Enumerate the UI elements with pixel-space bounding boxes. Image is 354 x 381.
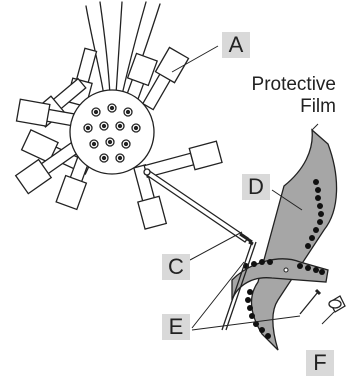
label-d: D xyxy=(242,174,270,200)
label-f: F xyxy=(306,350,334,376)
manifold-hub xyxy=(70,90,154,174)
protective-film-line2: Film xyxy=(300,96,336,117)
protective-film-line1: Protective xyxy=(252,74,336,95)
label-c: C xyxy=(162,254,190,280)
label-a: A xyxy=(222,32,250,58)
small-part-f xyxy=(329,296,345,312)
label-e: E xyxy=(162,314,190,340)
